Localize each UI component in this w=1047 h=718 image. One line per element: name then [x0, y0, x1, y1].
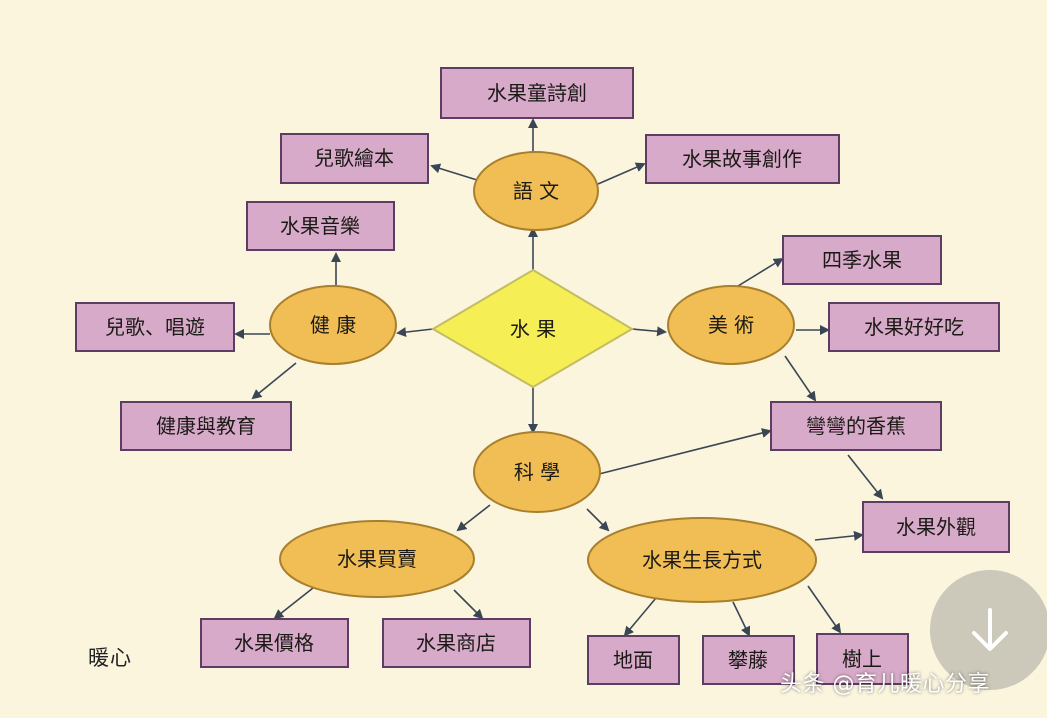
- scroll-down-button[interactable]: [930, 570, 1047, 690]
- arrow-center-to-health: [396, 327, 434, 338]
- subject-node-trade: 水果買賣: [279, 520, 475, 598]
- subject-node-science: 科 學: [473, 431, 601, 513]
- leaf-label-vine: 攀藤: [728, 648, 768, 672]
- subject-label-art: 美 術: [708, 313, 754, 337]
- leaf-label-story: 水果故事創作: [682, 147, 802, 171]
- arrow-science-to-growth: [586, 508, 610, 532]
- leaf-label-price: 水果價格: [234, 631, 314, 655]
- subject-label-trade: 水果買賣: [337, 547, 417, 571]
- subject-label-science: 科 學: [514, 460, 560, 484]
- leaf-box-songs-games: 兒歌、唱遊: [75, 302, 235, 352]
- leaf-box-appearance: 水果外觀: [862, 501, 1010, 553]
- source-watermark: 头条 @育儿暖心分享: [780, 672, 990, 697]
- subject-node-health: 健 康: [269, 285, 397, 365]
- leaf-label-tree: 樹上: [842, 647, 882, 671]
- leaf-label-shop: 水果商店: [416, 631, 496, 655]
- arrow-language-to-picture-book: [430, 163, 478, 181]
- arrow-banana-to-appearance: [847, 454, 884, 500]
- arrow-growth-to-vine: [732, 601, 751, 637]
- leaf-box-tasty: 水果好好吃: [828, 302, 1000, 352]
- subject-node-language: 語 文: [473, 151, 599, 231]
- leaf-box-shop: 水果商店: [382, 618, 531, 668]
- leaf-label-tasty: 水果好好吃: [864, 315, 964, 339]
- leaf-box-vine: 攀藤: [702, 635, 795, 685]
- arrow-language-to-story: [597, 162, 646, 185]
- leaf-label-picture-book: 兒歌繪本: [314, 146, 394, 170]
- arrow-down-icon: [972, 608, 1008, 651]
- center-node: 水 果: [431, 268, 634, 389]
- connector-arrows: [234, 118, 884, 637]
- arrow-art-to-seasons: [737, 257, 784, 287]
- leaf-box-picture-book: 兒歌繪本: [280, 133, 429, 184]
- subject-node-growth: 水果生長方式: [587, 517, 817, 603]
- subject-label-health: 健 康: [310, 313, 356, 337]
- leaf-box-poem: 水果童詩創: [440, 67, 634, 119]
- leaf-label-ground: 地面: [613, 648, 653, 672]
- arrow-growth-to-tree: [807, 585, 842, 634]
- leaf-label-health-edu: 健康與教育: [156, 414, 256, 438]
- leaf-label-poem: 水果童詩創: [487, 81, 587, 105]
- arrow-trade-to-price: [273, 587, 314, 620]
- subject-label-language: 語 文: [513, 179, 559, 203]
- leaf-box-banana: 彎彎的香蕉: [770, 401, 942, 451]
- subject-label-growth: 水果生長方式: [642, 548, 762, 572]
- arrow-art-to-banana: [784, 355, 817, 402]
- arrow-science-to-trade: [456, 504, 491, 532]
- subject-node-art: 美 術: [667, 285, 795, 365]
- leaf-box-story: 水果故事創作: [645, 134, 840, 184]
- leaf-box-music: 水果音樂: [246, 201, 395, 251]
- leaf-box-health-edu: 健康與教育: [120, 401, 292, 451]
- leaf-box-seasons: 四季水果: [782, 235, 942, 285]
- leaf-box-price: 水果價格: [200, 618, 349, 668]
- leaf-label-songs-games: 兒歌、唱遊: [105, 315, 205, 339]
- leaf-label-music: 水果音樂: [280, 214, 360, 238]
- center-label: 水 果: [510, 317, 556, 341]
- leaf-box-tree: 樹上: [816, 633, 909, 685]
- arrow-center-to-art: [631, 326, 667, 337]
- leaf-box-ground: 地面: [587, 635, 680, 685]
- leaf-label-seasons: 四季水果: [822, 248, 902, 272]
- leaf-label-banana: 彎彎的香蕉: [806, 414, 906, 438]
- arrow-health-to-health-edu: [251, 362, 297, 400]
- leaf-label-appearance: 水果外觀: [896, 515, 976, 539]
- author-signature: 暖心: [88, 646, 132, 670]
- arrow-growth-to-appearance: [814, 530, 864, 541]
- arrow-trade-to-shop: [453, 589, 484, 620]
- arrow-science-to-banana: [598, 428, 772, 475]
- arrow-growth-to-ground: [623, 597, 657, 637]
